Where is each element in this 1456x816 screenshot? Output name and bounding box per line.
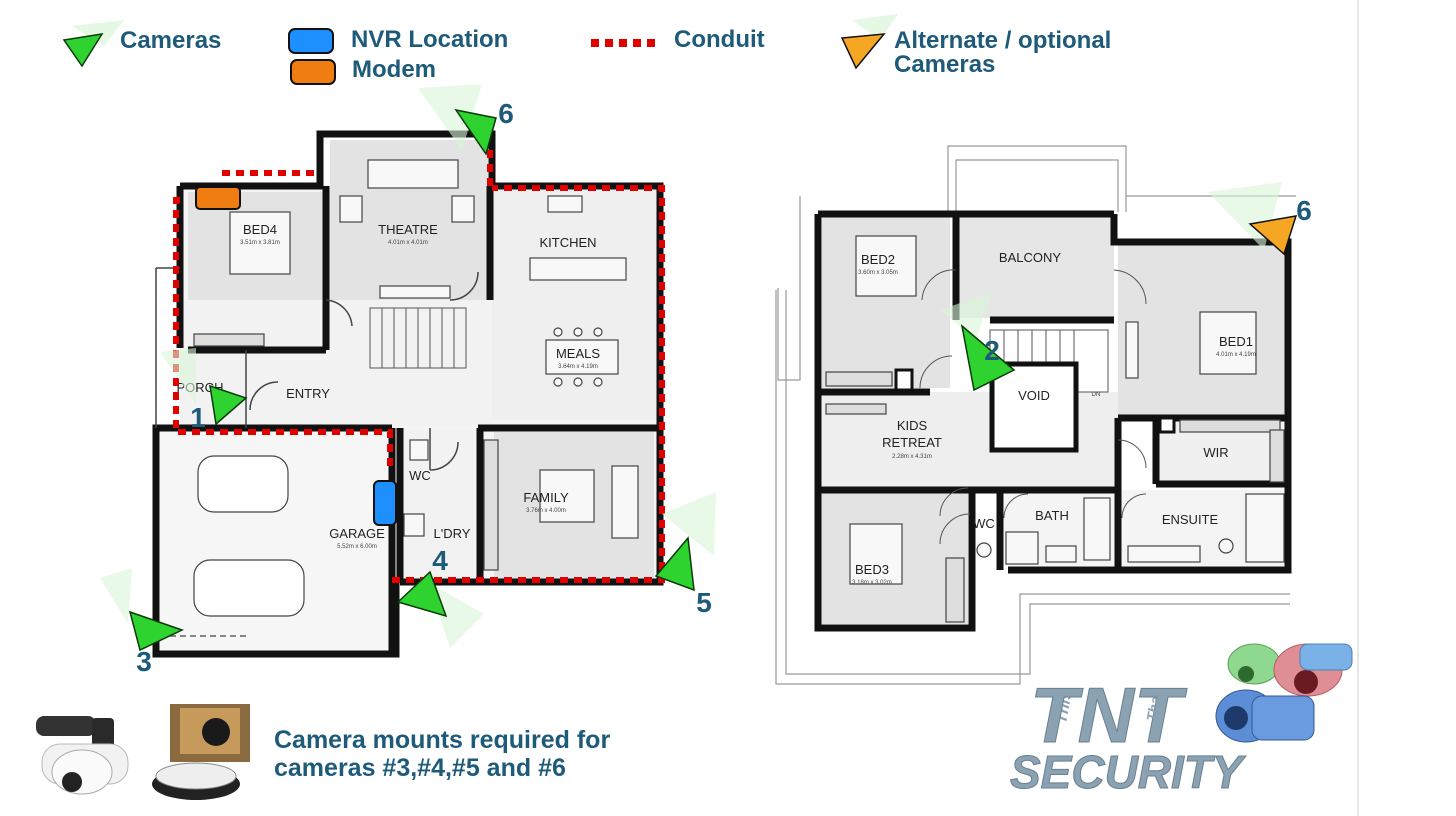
label-kitchen: KITCHEN (539, 235, 596, 250)
ground-floor-plan: BED4 3.51m x 3.81m THEATRE 4.01m x 4.01m… (152, 130, 665, 658)
cameras: 1 2 3 4 5 6 (100, 84, 1312, 677)
tnt-security-logo: This TNT That SECURITY (1010, 643, 1353, 799)
label-garage: GARAGE (329, 526, 385, 541)
dim-bed1: 4.01m x 4.19m (1216, 352, 1256, 358)
dim-kids: 2.28m x 4.31m (892, 454, 932, 460)
camera-mount-image-2 (152, 704, 250, 800)
legend-nvr-label: NVR Location (351, 26, 508, 53)
dim-family: 3.76m x 4.00m (526, 508, 566, 514)
label-theatre: THEATRE (378, 222, 438, 237)
label-bed4: BED4 (243, 222, 277, 237)
conduit-route (173, 150, 665, 583)
label-laundry: L'DRY (434, 526, 471, 541)
label-bed2: BED2 (861, 252, 895, 267)
label-family: FAMILY (523, 490, 569, 505)
camera-5-icon (654, 492, 716, 592)
legend-modem-label: Modem (352, 56, 436, 83)
first-floor-plan: BED2 3.60m x 3.05m BALCONY BED1 4.01m x … (775, 145, 1296, 685)
first-floor-furniture (825, 235, 1285, 623)
camera-6-ground-icon (418, 84, 497, 156)
camera-1-number: 1 (190, 402, 206, 433)
label-balcony: BALCONY (999, 250, 1061, 265)
legend-conduit-label: Conduit (674, 26, 765, 53)
dim-garage: 5.52m x 6.00m (337, 544, 377, 550)
dim-bed3: 3.18m x 3.02m (852, 580, 892, 586)
camera-4-icon (396, 570, 484, 648)
camera-2-icon (940, 292, 1016, 392)
label-wir: WIR (1203, 445, 1228, 460)
camera-2-number: 2 (984, 335, 1000, 366)
legend-alternate-label-1: Alternate / optional (894, 27, 1111, 54)
modem-location (195, 186, 241, 210)
camera-1-icon (160, 348, 248, 426)
label-bed3: BED3 (855, 562, 889, 577)
label-wc-upper: WC (973, 516, 995, 531)
ground-floor-furniture (160, 159, 639, 637)
label-void: VOID (1018, 388, 1050, 403)
label-kids-1: KIDS (897, 418, 928, 433)
note-line-1: Camera mounts required for (274, 726, 610, 754)
logo-security: SECURITY (1010, 746, 1247, 798)
label-meals: MEALS (556, 346, 600, 361)
camera-5-number: 5 (696, 587, 712, 618)
camera-6-ground-number: 6 (498, 98, 514, 129)
camera-6-alternate-number: 6 (1296, 195, 1312, 226)
camera-4-number: 4 (432, 545, 448, 576)
legend-cameras-label: Cameras (120, 27, 221, 54)
logo-tnt: TNT (1030, 671, 1188, 759)
legend-modem-icon (290, 59, 336, 85)
label-bath: BATH (1035, 508, 1069, 523)
ground-floor-stairs (369, 307, 467, 369)
label-bed1: BED1 (1219, 334, 1253, 349)
label-ensuite: ENSUITE (1162, 512, 1219, 527)
label-entry: ENTRY (286, 386, 330, 401)
dim-theatre: 4.01m x 4.01m (388, 240, 428, 246)
camera-6-alternate-icon (1208, 182, 1298, 256)
legend-nvr-icon (288, 28, 334, 54)
label-kids-2: RETREAT (882, 435, 942, 450)
camera-3-number: 3 (136, 646, 152, 677)
legend-alternate-label-2: Cameras (894, 51, 995, 78)
label-wc: WC (409, 468, 431, 483)
nvr-location (373, 480, 397, 526)
camera-mount-image-1 (36, 716, 129, 795)
dim-bed2: 3.60m x 3.05m (858, 270, 898, 276)
label-dn: DN (1092, 392, 1101, 398)
legend-alternate-camera-icon (840, 14, 898, 70)
dim-bed4: 3.51m x 3.81m (240, 240, 280, 246)
dim-meals: 3.64m x 4.19m (558, 364, 598, 370)
room-kitchen-meals (492, 190, 658, 420)
camera-3-icon (100, 568, 184, 652)
legend: Cameras NVR Location Modem Conduit Alter… (62, 14, 1111, 85)
legend-camera-icon (62, 20, 124, 68)
note-line-2: cameras #3,#4,#5 and #6 (274, 754, 566, 782)
logo-that: That (1143, 689, 1164, 722)
logo-this: This (1053, 689, 1075, 724)
